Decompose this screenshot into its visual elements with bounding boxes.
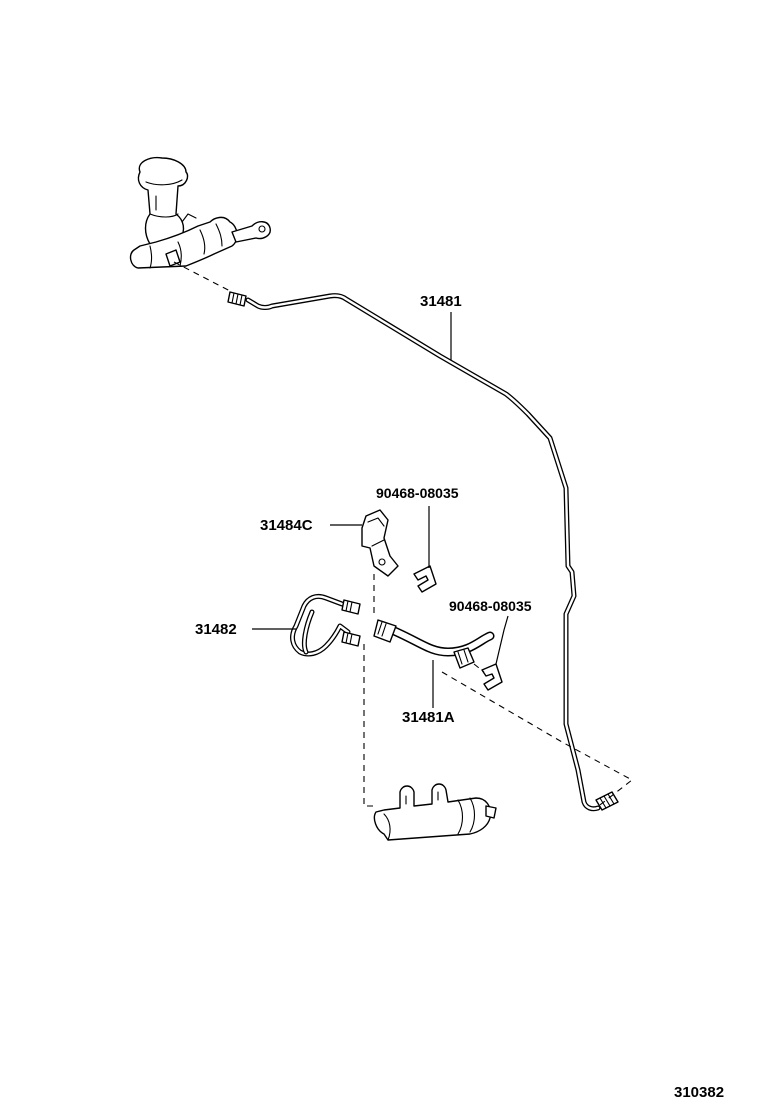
release-tube <box>290 593 361 657</box>
label-tube-31482: 31482 <box>195 621 237 638</box>
hose-bracket <box>361 509 399 577</box>
clutch-release-cylinder <box>373 783 497 841</box>
clutch-master-cylinder <box>129 156 271 269</box>
assembly-dashed-line <box>473 663 485 673</box>
clip-upper <box>413 565 437 593</box>
label-bracket-31484c: 31484C <box>260 517 313 534</box>
label-clip-upper: 90468-08035 <box>376 485 459 501</box>
clutch-release-pipe <box>227 291 619 812</box>
illustration-number: 310382 <box>674 1084 724 1101</box>
label-hose-31481a: 31481A <box>402 709 455 726</box>
clip-lower <box>481 663 503 691</box>
assembly-dashed-line <box>363 644 378 807</box>
flare-nut-lower <box>595 791 619 811</box>
label-pipe-31481: 31481 <box>420 293 462 310</box>
assembly-dashed-line <box>441 671 634 809</box>
flare-nut-upper <box>227 291 247 307</box>
flexible-hose <box>373 619 495 669</box>
label-clip-lower: 90468-08035 <box>449 598 532 614</box>
